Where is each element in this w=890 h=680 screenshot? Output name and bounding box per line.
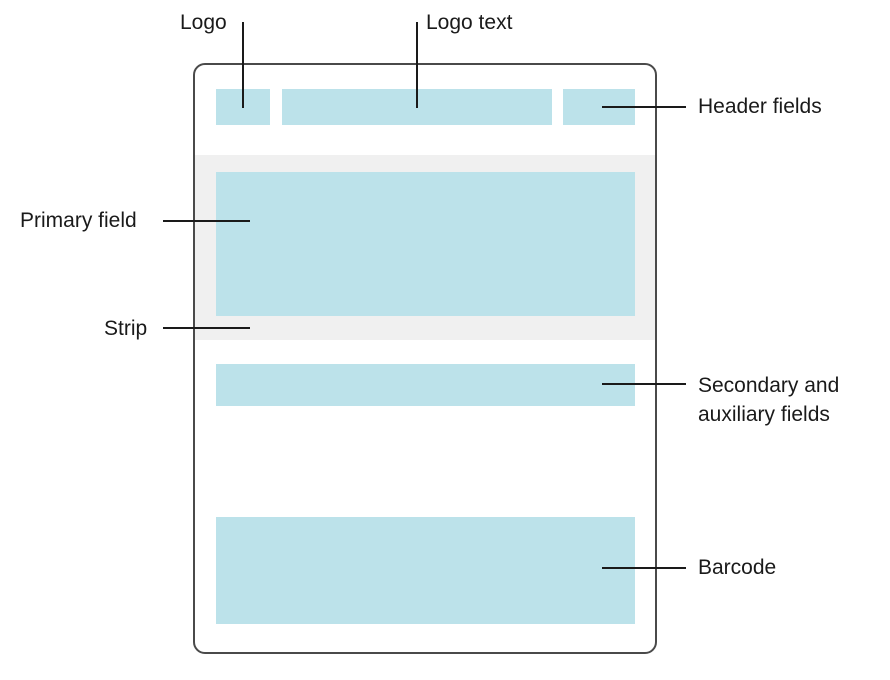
logo-leader-line: [242, 22, 244, 108]
secondary-auxiliary-fields-area: [216, 364, 635, 406]
primary-field-area: [216, 172, 635, 316]
secondary-fields-label-line2: auxiliary fields: [698, 403, 830, 426]
logo-label: Logo: [180, 11, 227, 34]
primary-field-leader-line: [163, 220, 250, 222]
strip-leader-line: [163, 327, 250, 329]
header-fields-label: Header fields: [698, 95, 822, 118]
logo-text-leader-line: [416, 22, 418, 108]
logo-text-label: Logo text: [426, 11, 513, 34]
header-fields-leader-line: [602, 106, 686, 108]
secondary-fields-label-line1: Secondary and: [698, 374, 840, 397]
barcode-area: [216, 517, 635, 624]
barcode-leader-line: [602, 567, 686, 569]
primary-field-label: Primary field: [20, 209, 137, 232]
barcode-label: Barcode: [698, 556, 777, 579]
secondary-fields-leader-line: [602, 383, 686, 385]
strip-label: Strip: [104, 317, 148, 340]
